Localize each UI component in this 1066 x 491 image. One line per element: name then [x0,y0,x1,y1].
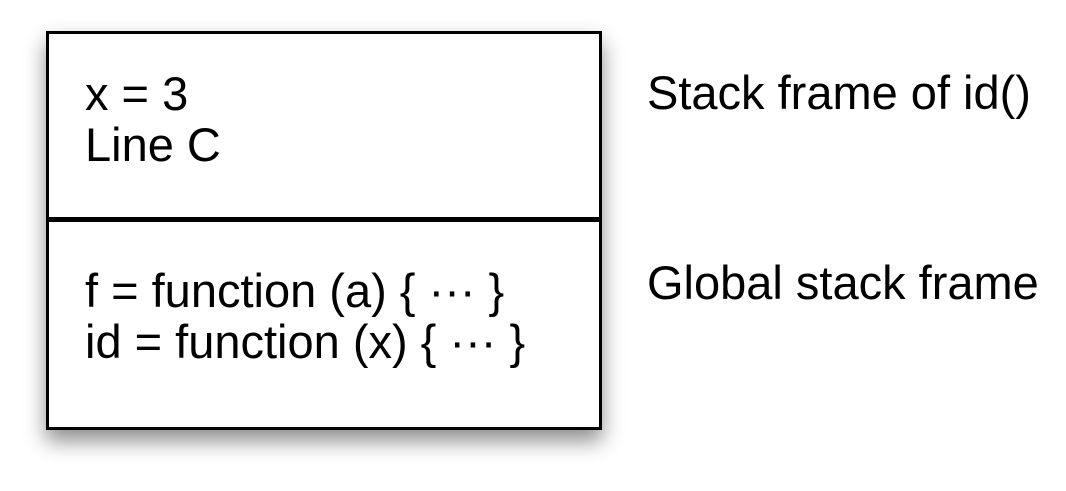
frame-variable-line: id = function (x) { ··· } [85,315,526,368]
stack-frame-id: x = 3 Line C [49,34,599,222]
frame-variable-line: x = 3 [85,67,189,120]
stack-frames-box: x = 3 Line C f = function (a) { ··· } id… [46,31,602,430]
frame-variable-line: f = function (a) { ··· } [85,264,505,317]
label-global-stack-frame: Global stack frame [647,256,1039,309]
label-stack-frame-of-id: Stack frame of id() [647,66,1031,119]
frame-line-marker: Line C [85,118,221,171]
stack-frame-global: f = function (a) { ··· } id = function (… [49,222,599,427]
